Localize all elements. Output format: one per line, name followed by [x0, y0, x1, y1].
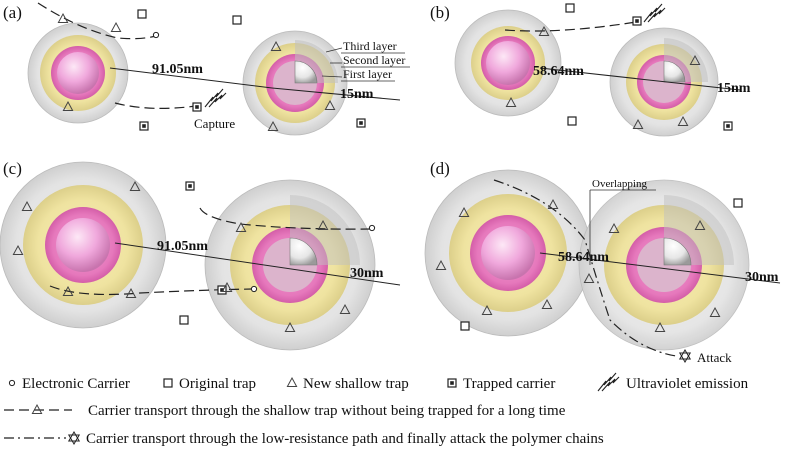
- original-trap-marker: [179, 315, 189, 325]
- panel-label-c: (c): [3, 159, 22, 178]
- legend-row-3: Carrier transport through the low-resist…: [4, 431, 604, 447]
- capture-label: Capture: [194, 116, 235, 131]
- trapped-carrier-marker: [192, 102, 202, 112]
- panel-c: (c) 91.05nm 30nm: [0, 159, 401, 351]
- trapped-carrier-marker: [185, 181, 195, 191]
- new-shallow-trap-icon: [286, 377, 298, 387]
- trapped-carrier-marker: [139, 121, 149, 131]
- new-shallow-trap-marker: [110, 22, 122, 32]
- nanoparticle-right-c: [204, 179, 376, 351]
- panel-label-a: (a): [3, 3, 22, 22]
- distance-label-c: 91.05nm: [157, 239, 208, 254]
- nanoparticle-left-a: [27, 22, 129, 124]
- nanoparticle-right-a: [242, 30, 348, 136]
- trapped-carrier-marker: [356, 118, 366, 128]
- panel-d: (d) 58.64nm 30nm Attack Overlapping: [424, 159, 781, 365]
- layer-label-second: Second layer: [343, 53, 405, 67]
- legend-transport-attack: Carrier transport through the low-resist…: [86, 431, 604, 447]
- ultraviolet-emission-icon: [643, 3, 666, 23]
- nanoparticle-left-c: [0, 161, 167, 329]
- legend-original-trap: Original trap: [179, 376, 256, 392]
- trapped-carrier-marker: [632, 16, 642, 26]
- ultraviolet-emission-icon: [204, 88, 227, 108]
- distance-label-a: 91.05nm: [152, 62, 203, 77]
- original-trap-marker: [567, 116, 577, 126]
- original-trap-icon: [163, 378, 173, 388]
- nanoparticle-left-d: [424, 169, 592, 337]
- thickness-label-a: 15nm: [340, 87, 374, 102]
- distance-label-b: 58.64nm: [533, 64, 584, 79]
- panel-label-d: (d): [430, 159, 450, 178]
- original-trap-marker: [565, 3, 575, 13]
- original-trap-marker: [733, 198, 743, 208]
- nanoparticle-right-d: [578, 179, 750, 351]
- thickness-label-b: 15nm: [717, 81, 751, 96]
- panel-a: (a) 91.05nm 15nm Third layer Second lay: [3, 2, 410, 136]
- nanoparticle-left-b: [454, 9, 562, 117]
- panel-label-b: (b): [430, 3, 450, 22]
- layer-label-first: First layer: [343, 67, 392, 81]
- legend-new-shallow-trap: New shallow trap: [303, 376, 409, 392]
- legend-row-1: Electronic Carrier Original trap New sha…: [8, 372, 749, 392]
- layer-label-third: Third layer: [343, 39, 397, 53]
- original-trap-marker: [232, 15, 242, 25]
- new-shallow-trap-icon: [31, 404, 43, 414]
- legend-row-2: Carrier transport through the shallow tr…: [4, 403, 566, 419]
- legend-trapped-carrier: Trapped carrier: [463, 376, 555, 392]
- panel-b: (b) 58.64nm 15nm: [430, 3, 751, 137]
- electronic-carrier-icon: [8, 379, 16, 387]
- legend-ultraviolet-emission: Ultraviolet emission: [626, 376, 749, 392]
- distance-label-d: 58.64nm: [558, 250, 609, 265]
- trapped-carrier-icon: [447, 378, 457, 388]
- legend-electronic-carrier: Electronic Carrier: [22, 376, 130, 392]
- trapped-carrier-marker: [723, 121, 733, 131]
- electronic-carrier-marker: [250, 285, 258, 293]
- thickness-label-c: 30nm: [350, 266, 384, 281]
- thickness-label-d: 30nm: [745, 270, 779, 285]
- ultraviolet-emission-icon: [597, 372, 620, 392]
- attack-label: Attack: [697, 350, 732, 365]
- overlapping-label: Overlapping: [592, 178, 647, 190]
- original-trap-marker: [460, 321, 470, 331]
- attack-star-icon: [68, 431, 80, 445]
- electronic-carrier-marker: [368, 224, 376, 232]
- original-trap-marker: [137, 9, 147, 19]
- attack-star-marker: [679, 349, 691, 363]
- electronic-carrier-marker: [152, 31, 160, 39]
- legend-transport-shallow: Carrier transport through the shallow tr…: [88, 403, 566, 419]
- legend: Electronic Carrier Original trap New sha…: [4, 372, 749, 447]
